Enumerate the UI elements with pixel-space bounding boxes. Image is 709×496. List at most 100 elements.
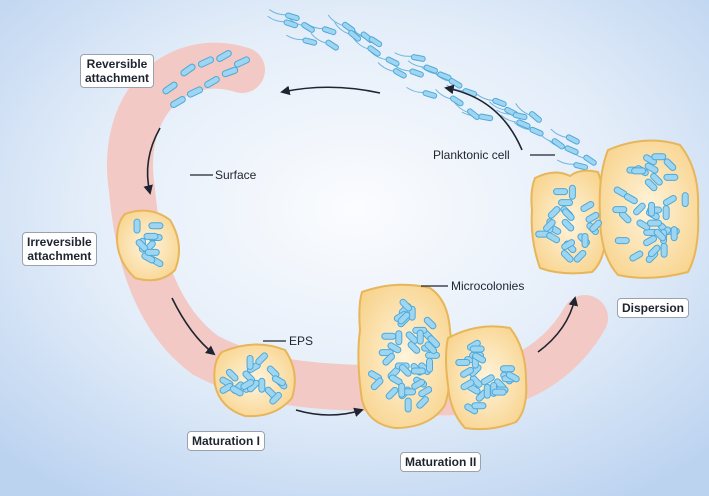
bacterium-icon-planktonic <box>564 145 579 155</box>
flagellum-icon <box>268 9 287 16</box>
bacterium-icon-microcolony <box>395 330 403 346</box>
bacterium-icon-maturation-1 <box>258 377 266 393</box>
flagellum-icon <box>500 114 518 123</box>
flagellum-icon <box>394 52 413 57</box>
arrow-icon-return-right <box>444 84 523 151</box>
bacterium-icon-microcolony <box>370 377 384 391</box>
bacterium-icon-dispersion <box>560 250 574 263</box>
bacteria-layer <box>162 12 597 171</box>
bacterium-icon-planktonic <box>368 36 383 48</box>
bacterium-icon-planktonic <box>385 56 400 67</box>
flagellum-icon <box>267 15 285 23</box>
bacterium-icon-reversible <box>221 66 239 78</box>
microcolonies-label: Microcolonies <box>451 279 525 293</box>
bacterium-icon-dispersion <box>631 167 647 175</box>
bacterium-icon-reversible <box>170 96 186 108</box>
bacterium-icon-dispersion <box>644 178 658 192</box>
maturation-1-label: Maturation I <box>187 431 265 451</box>
bacterium-icon-maturation-1 <box>225 368 239 382</box>
bacterium-icon-dispersion <box>573 249 587 263</box>
flagellum-icon <box>353 38 369 50</box>
bacterium-icon-microcolony <box>404 397 412 413</box>
flagellum-icon <box>513 122 531 131</box>
bacterium-icon-planktonic <box>516 119 531 129</box>
irreversible-label-line-1: Irreversible <box>27 235 92 249</box>
bacterium-icon-dispersion <box>614 237 630 245</box>
flagellum-icon <box>310 32 327 44</box>
surface-label: Surface <box>215 168 257 182</box>
bacterium-icon-microcolony <box>424 341 438 355</box>
bacterium-icon-dispersion <box>648 201 656 217</box>
bacterium-icon-dispersion <box>643 235 658 247</box>
bacterium-icon-microcolony <box>460 366 475 378</box>
bacterium-icon-planktonic <box>449 95 464 107</box>
bacterium-icon-maturation-1 <box>271 375 286 387</box>
bacterium-icon-reversible <box>216 50 232 62</box>
bacterium-icon-microcolony <box>418 386 433 398</box>
bacterium-icon-microcolony <box>382 352 396 366</box>
reversible-label-line-1: Reversible <box>86 57 148 71</box>
bacterium-icon-maturation-1 <box>246 354 254 370</box>
irreversible-attachment-label: Irreversible attachment <box>22 232 97 266</box>
bacterium-icon-microcolony <box>426 357 434 373</box>
arrow-icon-return-left <box>280 85 381 96</box>
bacterium-icon-microcolony <box>416 396 429 409</box>
bacterium-icon-microcolony <box>398 382 406 398</box>
bacterium-icon-microcolony <box>480 374 495 386</box>
bacterium-icon-planktonic <box>301 22 315 33</box>
bacterium-icon-dispersion <box>561 239 576 251</box>
arrow-icon-reversible-to-irreversible <box>143 127 161 195</box>
flagellum-icon <box>286 34 304 41</box>
bacterium-icon-planktonic <box>422 90 438 99</box>
bacterium-icon-reversible <box>204 76 220 88</box>
bacterium-icon-dispersion <box>589 219 603 233</box>
bacterium-icon-microcolony <box>398 364 412 377</box>
bacterium-icon-maturation-1 <box>229 385 244 397</box>
bacterium-icon-dispersion <box>650 172 663 186</box>
bacterium-icon-microcolony <box>491 388 507 396</box>
bacterium-icon-planktonic <box>478 113 494 122</box>
bacterium-icon-microcolony <box>483 383 491 399</box>
bacterium-icon-planktonic <box>512 112 528 121</box>
bacterium-icon-planktonic <box>529 126 544 137</box>
bacterium-icon-microcolony <box>455 359 471 367</box>
flagellum-icon <box>488 101 506 111</box>
bacterium-icon-irreversible <box>144 248 160 256</box>
arrow-icon-maturation-1-to-maturation-2 <box>295 407 364 417</box>
bacterium-icon-planktonic <box>325 39 339 51</box>
bacterium-icon-microcolony <box>472 352 487 364</box>
planktonic-cell-label: Planktonic cell <box>433 148 510 162</box>
bacterium-icon-dispersion <box>660 242 668 258</box>
bacterium-icon-microcolony <box>410 367 426 375</box>
bacterium-icon-dispersion <box>651 153 667 161</box>
arrow-icon-irreversible-to-maturation-1 <box>171 297 216 356</box>
bacterium-icon-maturation-1 <box>219 382 234 394</box>
bacterium-icon-planktonic <box>348 29 362 42</box>
bacterium-icon-microcolony <box>381 332 397 340</box>
reversible-label-line-2: attachment <box>85 71 150 85</box>
bacterium-icon-dispersion <box>663 158 677 172</box>
bacterium-icon-microcolony <box>405 331 419 344</box>
flagellum-icon <box>407 60 425 68</box>
bacterium-icon-microcolony <box>411 378 426 390</box>
bacterium-icon-microcolony <box>399 298 413 312</box>
bacterium-icon-dispersion <box>681 192 689 208</box>
bacterium-icon-reversible <box>162 81 178 95</box>
bacterium-icon-planktonic <box>409 68 424 78</box>
bacterium-icon-reversible <box>180 63 196 77</box>
flagellum-icon <box>377 62 394 72</box>
bacterium-icon-dispersion <box>547 206 561 219</box>
bacterium-icon-planktonic <box>423 64 439 74</box>
bacterium-icon-microcolony <box>505 371 520 383</box>
bacterium-icon-dispersion <box>623 193 638 205</box>
bacterium-icon-dispersion <box>543 219 556 232</box>
bacterium-icon-dispersion <box>636 219 651 231</box>
bacterium-icon-microcolony <box>387 342 402 354</box>
bacterium-icon-reversible <box>233 56 251 68</box>
bacterium-icon-reversible <box>186 86 204 98</box>
bacterium-icon-dispersion <box>662 195 677 207</box>
eps-label: EPS <box>289 334 314 348</box>
bacterium-icon-dispersion <box>653 228 667 242</box>
